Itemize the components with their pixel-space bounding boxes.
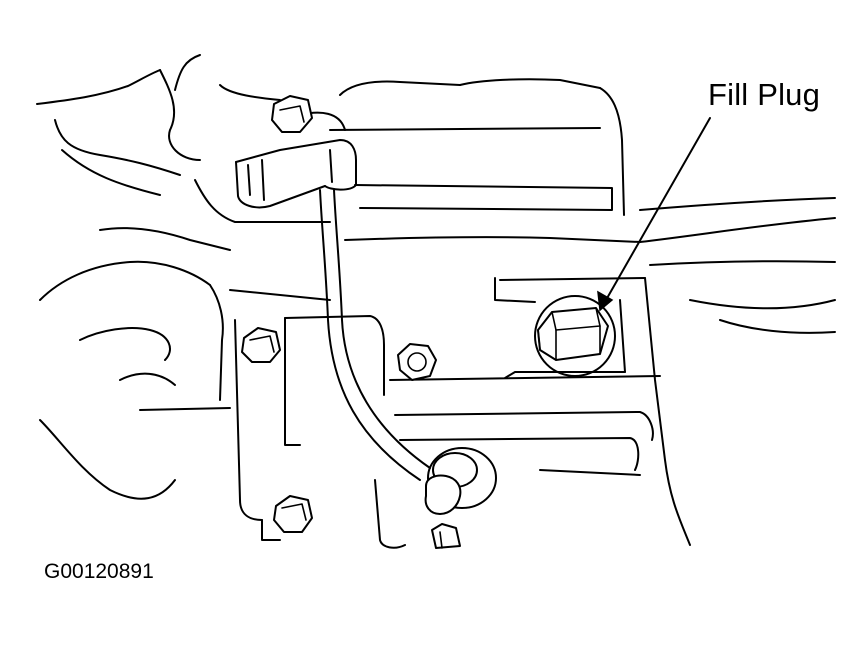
fill-plug-callout: Fill Plug [708,77,821,112]
sensor-wire [319,189,431,481]
sensor-bracket [235,139,357,209]
left-bolt-lower [273,495,313,533]
fill-plug-bolt [534,295,616,377]
left-bolt-upper [241,327,281,363]
top-bolt [271,95,313,133]
middle-case [284,277,836,549]
center-nut [397,343,437,381]
bottom-bolt [431,523,461,549]
fill-plug-leader [597,117,711,312]
figure-id: G00120891 [44,560,154,583]
speed-sensor [424,447,497,515]
left-bracket-region [39,179,331,541]
